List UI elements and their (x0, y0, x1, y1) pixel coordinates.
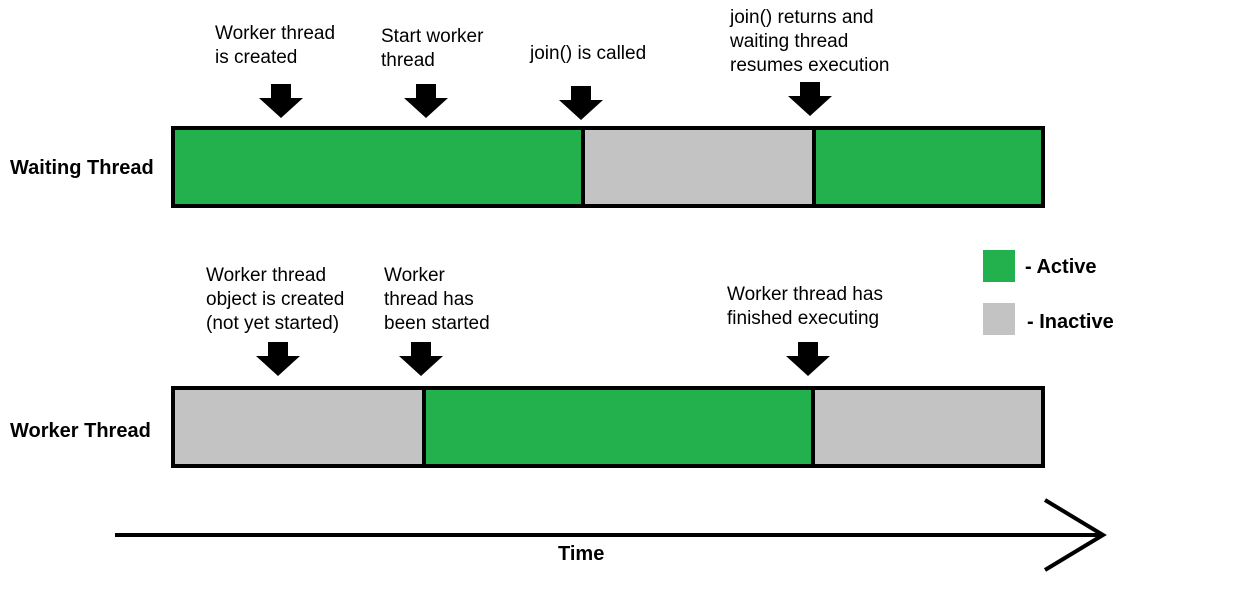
timeline-segment (581, 130, 812, 204)
arrow-down-icon (788, 82, 832, 116)
annotation-worker-object-created: Worker thread object is created (not yet… (206, 265, 345, 334)
timeline-segment (811, 390, 1041, 464)
timeline-segment (175, 130, 581, 204)
timeline-segment (422, 390, 811, 464)
annotation-worker-created: Worker thread is created (215, 23, 336, 68)
annotation-worker-finished: Worker thread has finished executing (727, 284, 883, 329)
time-axis-label: Time (558, 543, 605, 565)
arrow-down-icon (399, 342, 443, 376)
legend-swatch-inactive (983, 303, 1015, 335)
timeline-segment (812, 130, 1041, 204)
worker-thread-label: Worker Thread (10, 420, 151, 442)
annotation-join-called: join() is called (530, 43, 647, 64)
legend-label-active: - Active (1025, 256, 1097, 278)
legend-swatch-active (983, 250, 1015, 282)
annotation-worker-started: Worker thread has been started (384, 265, 490, 334)
arrow-down-icon (256, 342, 300, 376)
legend-label-inactive: - Inactive (1027, 311, 1114, 333)
annotation-start-worker: Start worker thread (381, 26, 484, 71)
arrow-down-icon (404, 84, 448, 118)
arrow-down-icon (786, 342, 830, 376)
worker-thread-timeline (171, 386, 1045, 468)
arrow-down-icon (559, 86, 603, 120)
waiting-thread-label: Waiting Thread (10, 157, 154, 179)
annotation-join-returns: join() returns and waiting thread resume… (730, 7, 890, 76)
arrow-down-icon (259, 84, 303, 118)
waiting-thread-timeline (171, 126, 1045, 208)
timeline-segment (175, 390, 422, 464)
